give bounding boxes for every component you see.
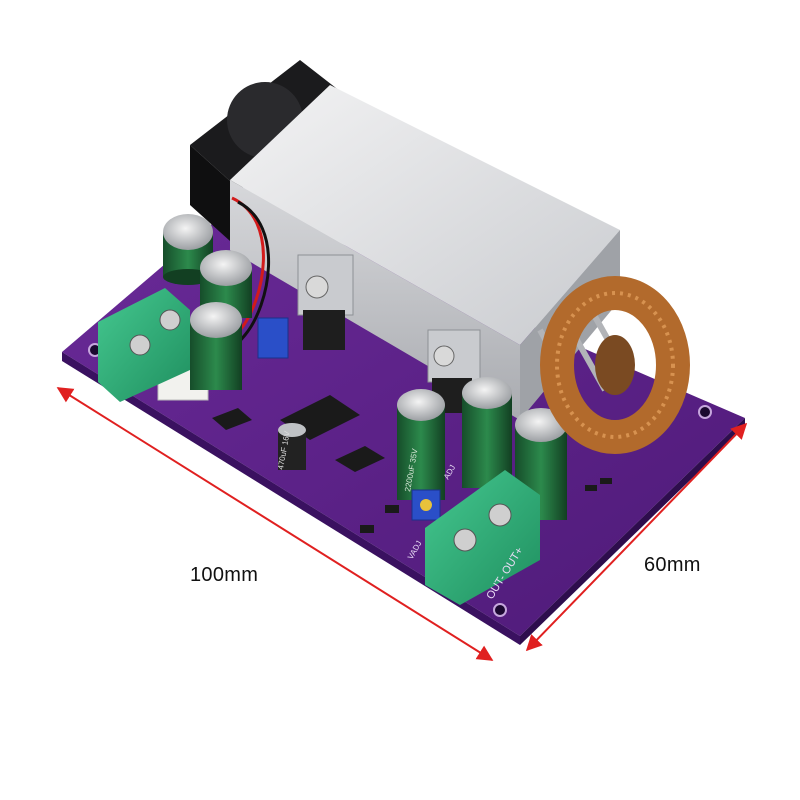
voltage-pot (411, 489, 441, 521)
mount-hole (698, 405, 712, 419)
length-label: 100mm (190, 564, 259, 586)
screw-icon (433, 345, 455, 367)
screw-icon (488, 503, 512, 527)
mount-hole (493, 603, 507, 617)
mosfet (427, 329, 481, 413)
width-dimension-arrow (525, 422, 748, 652)
current-pot (257, 317, 289, 359)
small-capacitor: 470uF 16V (276, 423, 306, 470)
screw-icon (305, 275, 329, 299)
width-label: 60mm (644, 554, 701, 576)
screw-icon (453, 528, 477, 552)
length-dimension-arrow (56, 387, 494, 661)
screw-icon (159, 309, 181, 331)
mosfet (297, 254, 354, 350)
input-capacitor (190, 302, 242, 390)
input-capacitor (200, 250, 252, 318)
screw-icon (129, 334, 151, 356)
input-terminal (98, 288, 190, 402)
